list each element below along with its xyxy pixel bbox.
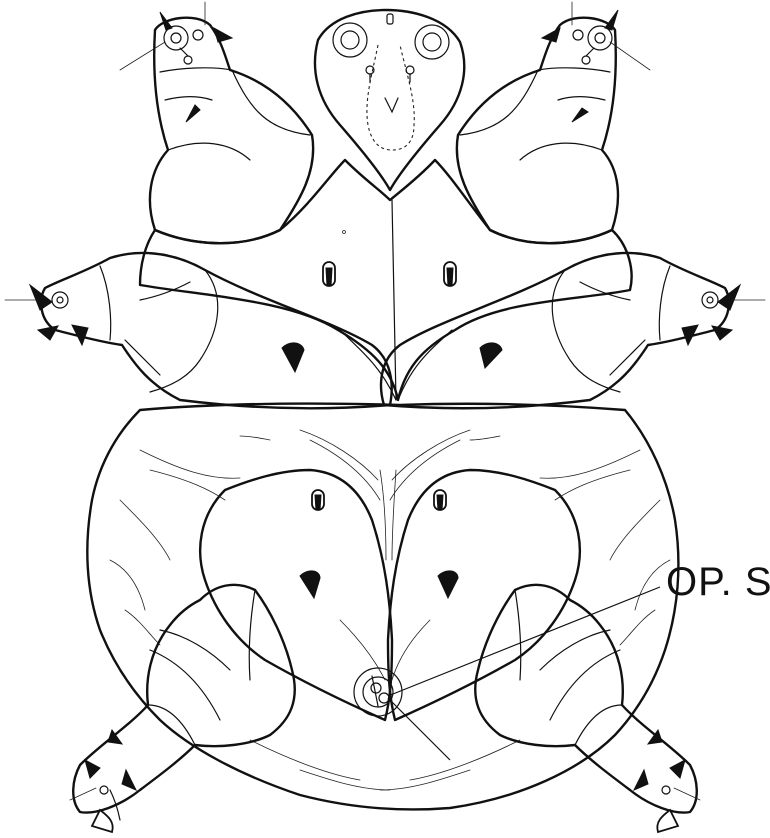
op-s-label: OP. S.: [666, 560, 770, 605]
opisthosoma: [87, 404, 678, 810]
leg-middle-right: [381, 253, 765, 408]
leg-front-right: [457, 2, 650, 243]
leg-front-left: [120, 2, 313, 243]
gnathosoma: [315, 10, 464, 190]
leg-hind-left: [70, 585, 295, 832]
op-s-leader-lines: [388, 587, 660, 760]
opisthosomal-sensillum: [354, 668, 402, 716]
